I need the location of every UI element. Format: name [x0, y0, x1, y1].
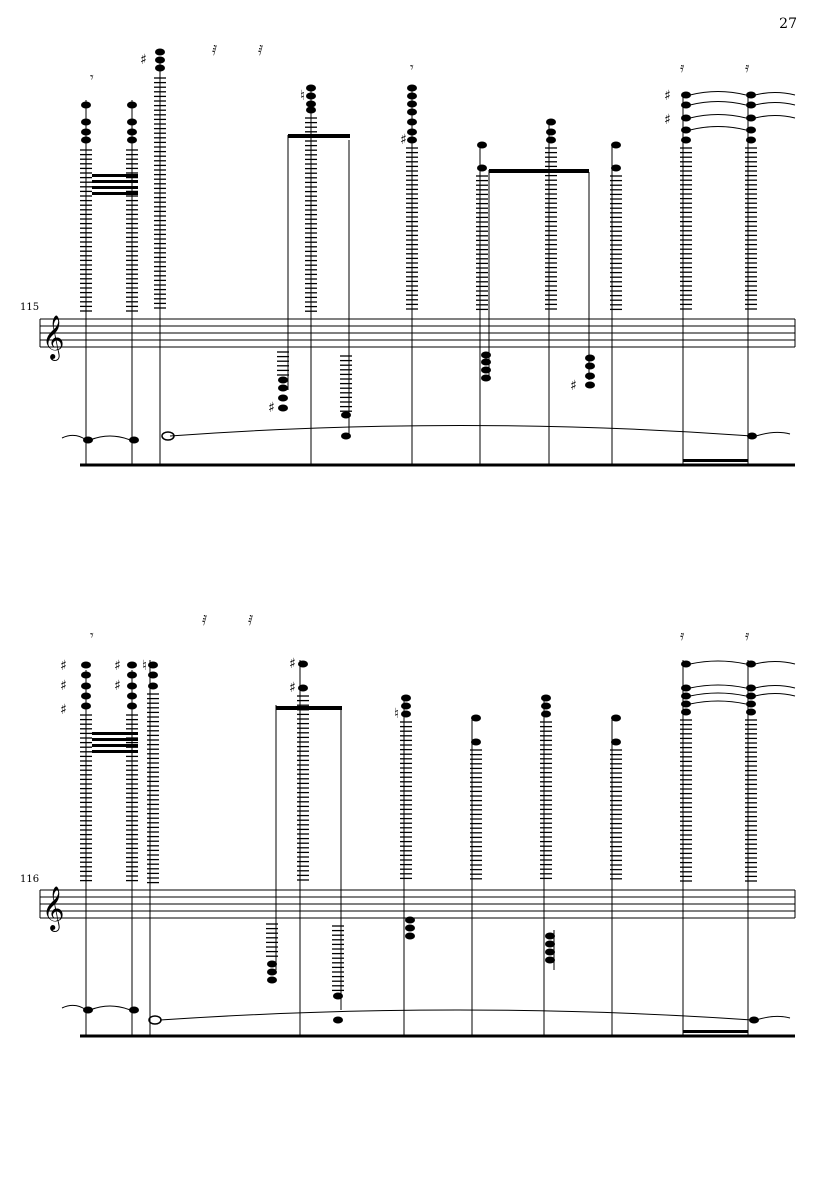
beams	[92, 134, 748, 462]
svg-text:♯: ♯	[60, 658, 67, 674]
svg-text:𝄾: 𝄾	[410, 60, 414, 76]
noteheads-lower	[83, 351, 757, 444]
music-system-115: 𝄞	[39, 43, 796, 467]
measure-number-115: 115	[20, 302, 40, 313]
svg-text:♯: ♯	[400, 132, 407, 148]
svg-text:𝅀: 𝅀	[202, 613, 207, 629]
page-number: 27	[779, 16, 797, 32]
beams	[92, 706, 748, 1033]
ties	[61, 91, 796, 441]
ledger-lines	[80, 693, 757, 992]
svg-text:𝄾: 𝄾	[90, 70, 94, 86]
treble-clef-icon: 𝄞	[42, 886, 64, 932]
svg-text:♯: ♯	[664, 88, 671, 104]
ledger-lines	[80, 77, 757, 412]
rests: 𝄾 𝄿 𝄿 𝅀 𝅀	[90, 613, 750, 644]
svg-text:♯: ♯	[268, 400, 275, 416]
svg-text:♯: ♯	[664, 112, 671, 128]
svg-text:𝅀: 𝅀	[212, 43, 217, 59]
svg-text:♮: ♮	[300, 88, 305, 104]
svg-text:♯: ♯	[114, 678, 121, 694]
svg-text:♮: ♮	[142, 658, 147, 674]
music-system-116: 𝄞	[39, 613, 796, 1038]
ties	[61, 660, 796, 1021]
staff-lines	[39, 318, 796, 348]
noteheads-lower	[83, 916, 759, 1025]
noteheads-upper	[81, 48, 756, 172]
accidentals: ♯ ♯ ♯ ♯ ♯ ♯ ♯ ♮ ♮	[60, 656, 399, 722]
svg-text:♯: ♯	[570, 378, 577, 394]
measure-number-116: 116	[20, 874, 40, 885]
svg-text:𝄾: 𝄾	[90, 628, 94, 644]
svg-text:♯: ♯	[289, 680, 296, 696]
svg-text:♯: ♯	[289, 656, 296, 672]
svg-text:♯: ♯	[140, 52, 147, 68]
svg-text:𝅀: 𝅀	[258, 43, 263, 59]
treble-clef-icon: 𝄞	[42, 315, 64, 361]
svg-text:♯: ♯	[60, 702, 67, 718]
svg-text:𝄿: 𝄿	[745, 628, 750, 644]
svg-text:𝄿: 𝄿	[680, 628, 685, 644]
svg-text:♯: ♯	[114, 658, 121, 674]
svg-text:𝄿: 𝄿	[745, 60, 750, 76]
svg-text:♮: ♮	[394, 706, 399, 722]
svg-text:𝄿: 𝄿	[680, 60, 685, 76]
svg-text:♯: ♯	[60, 678, 67, 694]
noteheads-upper	[81, 660, 756, 746]
stems	[85, 660, 749, 1036]
svg-text:𝅀: 𝅀	[248, 613, 253, 629]
staff-lines	[39, 889, 796, 919]
accidentals: ♯ ♯ ♯ ♯ ♯ ♯ ♮	[140, 52, 671, 416]
rests: 𝄾 𝄾 𝄿 𝄿 𝅀 𝅀	[90, 43, 750, 86]
